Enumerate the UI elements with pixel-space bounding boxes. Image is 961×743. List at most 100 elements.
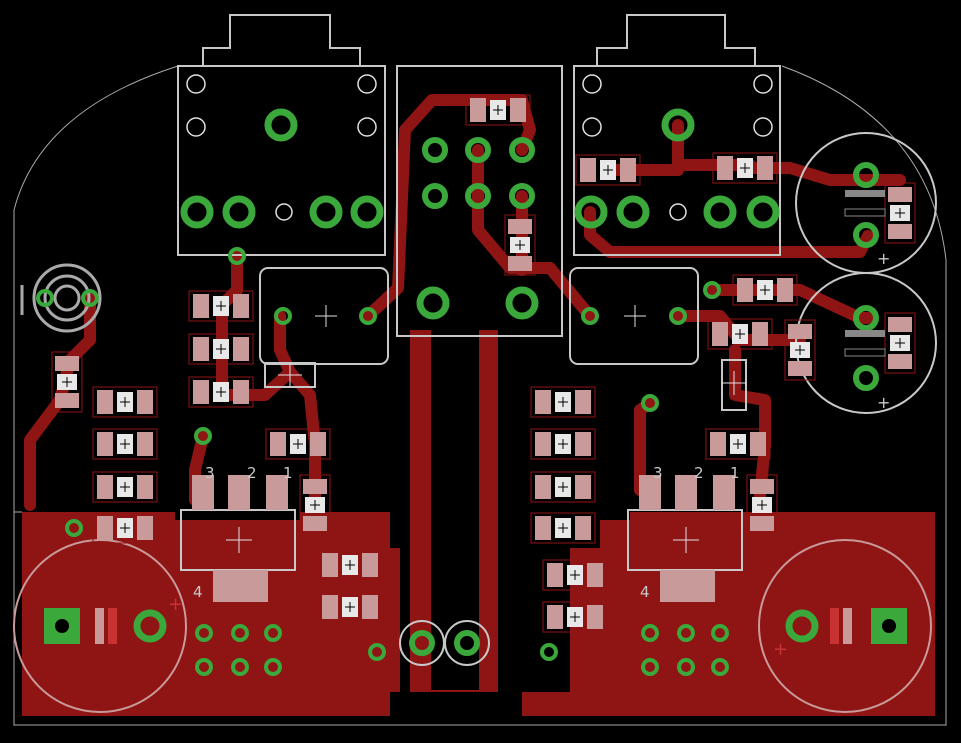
- through-hole-pad-icon: [36, 289, 54, 307]
- right-jack-tab: [596, 14, 756, 66]
- smd-resistor: [746, 474, 778, 536]
- through-hole-pad-icon: [746, 195, 780, 229]
- through-hole-pad-icon: [195, 624, 213, 642]
- smd-resistor: [707, 318, 773, 350]
- regulator-pads: [192, 475, 735, 602]
- dc-jack-outline: [444, 620, 490, 666]
- board-outline: [13, 65, 947, 726]
- through-hole-pad-icon: [703, 281, 721, 299]
- through-hole-pad-icon: [195, 658, 213, 676]
- left-jack-body: [177, 65, 386, 256]
- through-hole-pad-icon: [422, 183, 448, 209]
- through-hole-pad-icon: [853, 365, 879, 391]
- copper-pours: [22, 330, 935, 730]
- smd-resistor: [92, 386, 158, 418]
- through-hole-pad-icon: [228, 247, 246, 265]
- through-hole-pad-icon: [465, 137, 491, 163]
- through-hole-pad-icon: [853, 162, 879, 188]
- smd-resistor: [317, 591, 383, 623]
- smd-resistor: [530, 512, 596, 544]
- through-hole-pad-icon: [581, 307, 599, 325]
- through-hole-pad-icon: [669, 307, 687, 325]
- smd-resistor: [504, 214, 536, 276]
- trace-right-reg-pin3: [634, 397, 656, 496]
- left-pot-outline: [259, 267, 389, 365]
- left-reg-tab-label: 4: [193, 583, 203, 601]
- through-hole-pad-icon: [231, 658, 249, 676]
- buzzer-icon: [20, 263, 102, 333]
- smd-resistor: [299, 474, 331, 536]
- through-hole-pad-icon: [509, 183, 535, 209]
- through-hole-pad-icon: [422, 137, 448, 163]
- through-hole-pad-icon: [264, 624, 282, 642]
- trace-right-jack-top: [602, 119, 756, 176]
- smd-resistor: [884, 312, 916, 374]
- center-switch-outline: [396, 65, 563, 337]
- smd-resistor: [530, 428, 596, 460]
- smd-resistor: [188, 333, 254, 365]
- left-reg-pin3-label: 3: [205, 464, 215, 482]
- through-hole-pad-icon: [711, 658, 729, 676]
- through-hole-pad-icon: [677, 624, 695, 642]
- right-big-cap-outline: [758, 539, 932, 713]
- right-transistor-outline: [721, 359, 747, 411]
- through-hole-pad-icon: [309, 195, 343, 229]
- through-hole-pad-icon: [465, 183, 491, 209]
- through-hole-pad-icon: [509, 137, 535, 163]
- through-hole-pad-icon: [65, 519, 83, 537]
- right-ground-pour: [522, 512, 935, 716]
- left-jack-tab: [202, 14, 361, 66]
- right-cap-plus: +: [773, 639, 788, 660]
- mid-cap-plus: +: [877, 393, 890, 412]
- through-hole-pad-icon: [180, 195, 214, 229]
- right-jack-body: [573, 65, 781, 256]
- through-hole-pad-icon: [231, 624, 249, 642]
- through-hole-pad-icon: [505, 286, 539, 320]
- through-hole-pad-icon: [711, 624, 729, 642]
- through-hole-pad-icon: [264, 658, 282, 676]
- smd-resistor: [705, 428, 771, 460]
- smd-resistor: [542, 559, 608, 591]
- right-reg-pin3-label: 3: [653, 464, 663, 482]
- smd-resistor: [92, 471, 158, 503]
- through-hole-pad-icon: [454, 630, 480, 656]
- smd-resistor: [884, 182, 916, 244]
- cap-polarity-marks: [95, 190, 886, 644]
- through-hole-pad-icon: [368, 643, 386, 661]
- left-ground-pour: [22, 512, 400, 716]
- right-reg-pin1-label: 1: [730, 464, 740, 482]
- through-hole-pad-icon: [222, 195, 256, 229]
- through-hole-pad-icon: [359, 307, 377, 325]
- regulator-pin-labels: 3 2 1 4 3 2 1 4 + + + +: [168, 249, 890, 660]
- through-hole-pad-icon: [703, 195, 737, 229]
- mounting-holes: [186, 74, 773, 221]
- smd-resistor: [530, 386, 596, 418]
- smd-resistor: [317, 549, 383, 581]
- left-cap-plus: +: [168, 594, 183, 615]
- top-cap-plus: +: [877, 249, 890, 268]
- through-hole-pad-icon: [350, 195, 384, 229]
- through-hole-pad-icon: [274, 307, 292, 325]
- through-hole-pad-icon: [194, 427, 212, 445]
- smd-resistor: [92, 512, 158, 544]
- through-hole-pad-icon: [641, 624, 659, 642]
- through-hole-pad-icon: [677, 658, 695, 676]
- through-hole-pad-icon: [641, 394, 659, 412]
- right-pot-outline: [569, 267, 699, 365]
- through-hole-pad-icon: [264, 108, 298, 142]
- through-hole-pad-icon: [416, 286, 450, 320]
- smd-resistor: [51, 351, 83, 413]
- smd-resistor: [465, 94, 531, 126]
- smd-resistor: [188, 376, 254, 408]
- through-hole-pads: [36, 108, 907, 676]
- through-hole-pad-icon: [853, 305, 879, 331]
- smd-resistor: [732, 274, 798, 306]
- crosshair-icon: [226, 305, 746, 553]
- through-hole-pad-icon: [641, 658, 659, 676]
- smd-resistor: [575, 154, 641, 186]
- through-hole-pad-icon: [133, 609, 167, 643]
- smd-resistor: [712, 152, 778, 184]
- left-reg-pin1-label: 1: [283, 464, 293, 482]
- smd-resistor: [188, 290, 254, 322]
